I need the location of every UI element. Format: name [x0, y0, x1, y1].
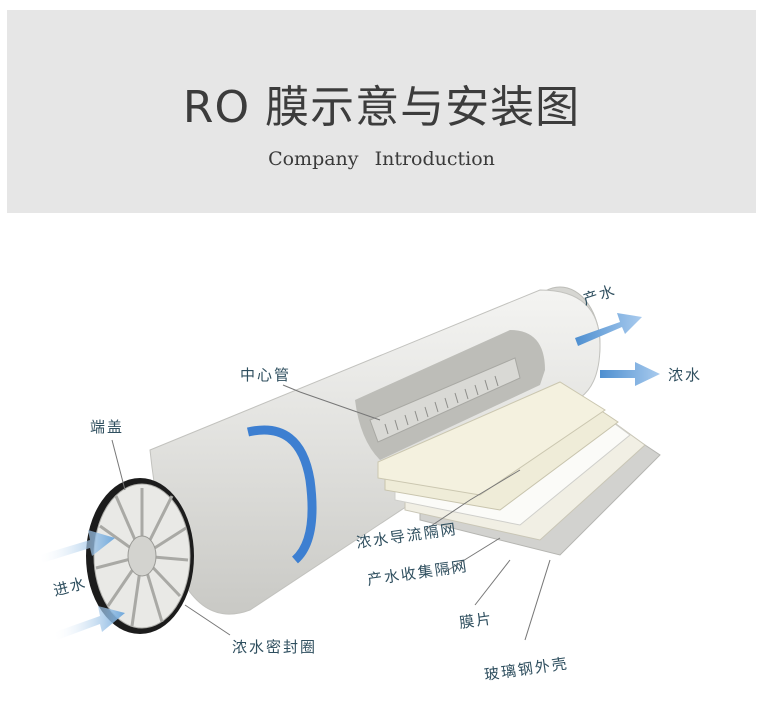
- end-cap-hub: [127, 535, 157, 577]
- label-brine-seal: 浓水密封圈: [232, 638, 317, 656]
- inlet-arrow-bottom: [55, 606, 125, 640]
- label-membrane-sheet: 膜片: [458, 609, 494, 632]
- header-banner: RO 膜示意与安装图 Company Introduction: [7, 10, 756, 213]
- label-center-tube: 中心管: [240, 366, 291, 384]
- layer-top-sheet: [377, 381, 606, 496]
- label-inlet-water: 进水: [51, 574, 89, 600]
- label-fiberglass-shell: 玻璃钢外壳: [483, 654, 570, 684]
- center-tube: [369, 357, 521, 443]
- blue-band: [246, 425, 317, 564]
- label-product-water: 产水: [581, 281, 619, 309]
- page-title: RO 膜示意与安装图: [182, 82, 581, 133]
- label-concentrate: 浓水: [668, 366, 702, 384]
- leader-lines: [111, 384, 551, 641]
- inlet-arrow-top: [40, 530, 115, 563]
- product-water-arrow: [575, 313, 642, 346]
- concentrate-arrow: [600, 362, 660, 386]
- page-subtitle: Company Introduction: [268, 148, 495, 170]
- center-tube-holes: [384, 375, 499, 435]
- label-permeate-spacer: 产水收集隔网: [366, 557, 470, 589]
- label-end-cap: 端盖: [90, 418, 124, 436]
